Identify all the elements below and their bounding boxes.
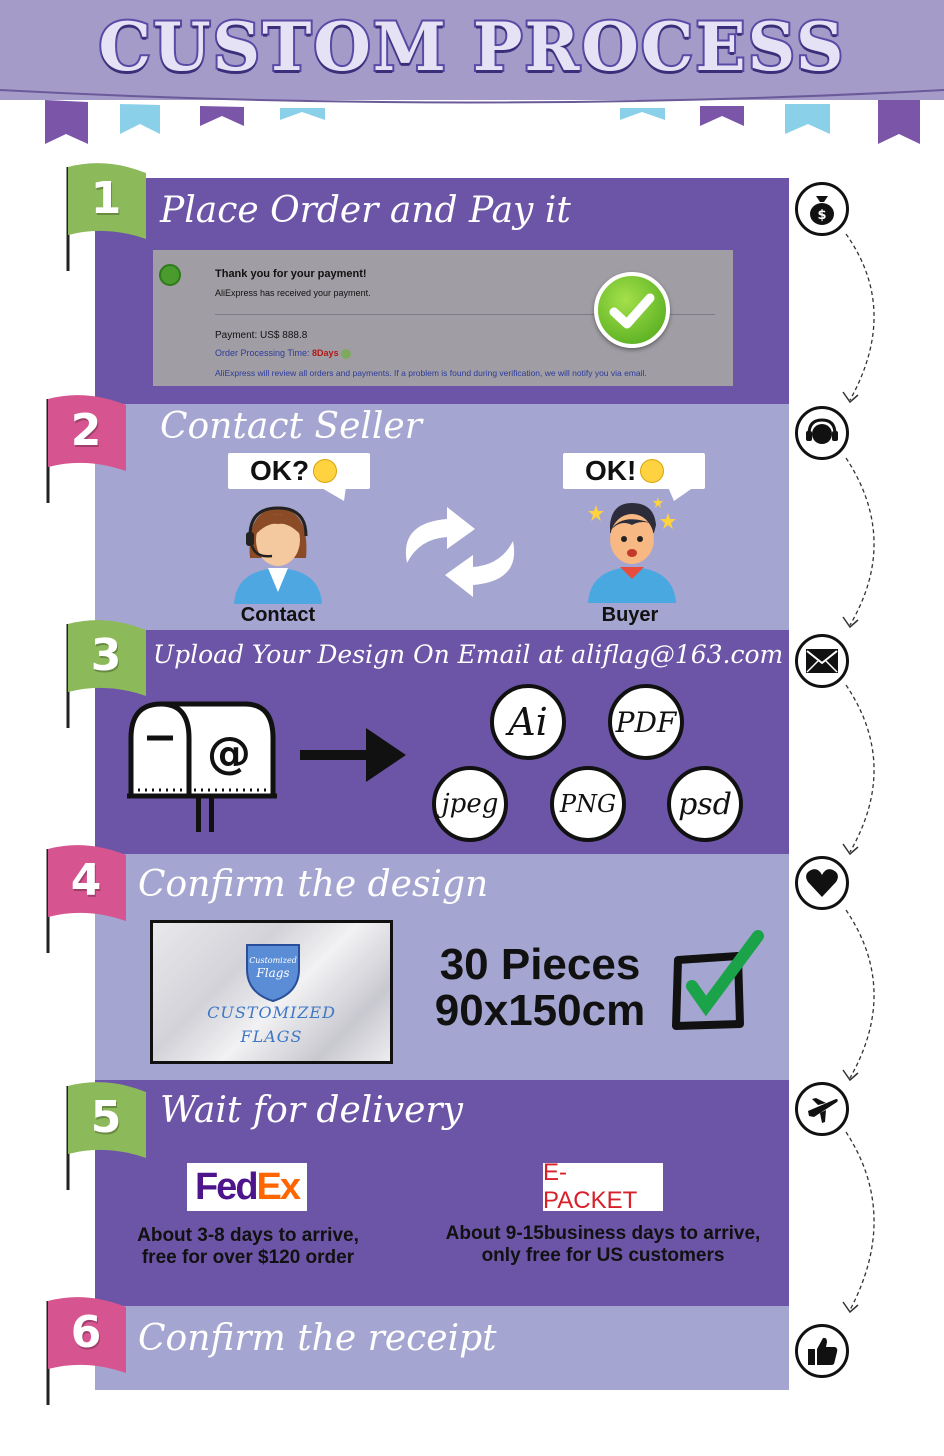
bunting-decoration	[0, 89, 944, 144]
big-check-icon	[594, 272, 670, 348]
support-agent-avatar	[234, 506, 322, 604]
step-5-flag: 5	[66, 1082, 166, 1192]
step-connector-arrows	[842, 233, 875, 1314]
flag-caption-2: FLAGS	[240, 1027, 303, 1046]
page-title: CUSTOM PROCESS	[96, 6, 846, 88]
smile-icon	[640, 459, 665, 483]
info-icon	[341, 348, 352, 359]
fedex-description: About 3-8 days to arrive, free for over …	[120, 1225, 376, 1269]
processing-row: Order Processing Time: 8Days	[215, 348, 352, 359]
buyer-label: Buyer	[601, 604, 659, 626]
size-text: 90x150cm	[434, 986, 646, 1035]
at-symbol: @	[207, 728, 251, 779]
step-1-title: Place Order and Pay it	[160, 190, 571, 231]
step-6-flag: 6	[46, 1297, 146, 1407]
shield-badge: Customized Flags	[246, 944, 300, 1003]
epacket-logo: E- PACKET	[543, 1159, 663, 1214]
thumbs-up-icon	[795, 1324, 849, 1378]
step-4-number: 4	[70, 855, 102, 906]
payment-received: AliExpress has received your payment.	[215, 288, 371, 298]
step-6-panel	[95, 1306, 789, 1390]
format-psd: psd	[667, 766, 743, 842]
epacket-line-2: only free for US customers	[481, 1245, 725, 1266]
left-speech-bubble: OK?	[228, 453, 370, 489]
format-jpeg: jpeg	[432, 766, 508, 842]
format-ai: Ai	[490, 684, 566, 760]
airplane-icon	[795, 1082, 849, 1136]
payment-amount-row: Payment: US$ 888.8	[215, 330, 307, 341]
badge-line1: Customized	[249, 956, 297, 965]
fedex-line-1: About 3-8 days to arrive,	[137, 1225, 359, 1246]
step-5-number: 5	[90, 1092, 122, 1143]
contact-label: Contact	[240, 604, 316, 626]
epacket-description: About 9-15business days to arrive, only …	[440, 1223, 766, 1267]
right-speech-bubble: OK!	[563, 453, 705, 489]
headset-icon	[795, 406, 849, 460]
step-4-title: Confirm the design	[138, 864, 489, 905]
svg-text:$: $	[817, 208, 826, 223]
step-3-number: 3	[90, 630, 122, 681]
fedex-logo-part2: Ex	[256, 1165, 302, 1208]
fedex-logo-part1: Fed	[194, 1165, 259, 1208]
step-6-number: 6	[70, 1307, 102, 1358]
checkbox-checked-icon	[672, 930, 764, 1030]
step-1-number: 1	[90, 173, 122, 224]
right-bubble-text: OK!	[585, 455, 637, 486]
flag-caption-1: CUSTOMIZED	[207, 1003, 336, 1022]
flag-preview-image: Customized Flags CUSTOMIZED FLAGS	[150, 920, 393, 1064]
header-banner	[0, 0, 944, 100]
exchange-arrows-icon	[405, 507, 515, 597]
right-arrow-icon	[300, 728, 406, 782]
step-2-flag: 2	[46, 395, 146, 505]
fedex-line-2: free for over $120 order	[141, 1247, 355, 1268]
payment-value: US$ 888.8	[260, 330, 308, 341]
smile-icon	[313, 459, 338, 483]
format-png: PNG	[550, 766, 626, 842]
epacket-logo-text: E- PACKET	[543, 1159, 638, 1214]
step-1-flag: 1	[66, 163, 166, 273]
envelope-icon	[795, 634, 849, 688]
payment-heading: Thank you for your payment!	[215, 268, 367, 280]
mailbox-icon: @	[127, 701, 277, 832]
left-bubble-text: OK?	[250, 455, 310, 486]
step-4-flag: 4	[46, 845, 146, 955]
step-3-title: Upload Your Design On Email at aliflag@1…	[153, 640, 784, 669]
step-2-number: 2	[70, 405, 102, 456]
quantity-text: 30 Pieces	[439, 940, 641, 989]
payment-review-note: AliExpress will review all orders and pa…	[215, 368, 647, 378]
step-2-title: Contact Seller	[160, 406, 422, 447]
format-pdf: PDF	[608, 684, 684, 760]
step-5-title: Wait for delivery	[160, 1090, 463, 1131]
buyer-avatar	[588, 497, 676, 603]
step-3-flag: 3	[66, 620, 166, 730]
money-bag-icon: $	[795, 182, 849, 236]
heart-icon	[795, 856, 849, 910]
divider	[215, 314, 715, 315]
payment-label: Payment:	[215, 330, 258, 341]
bubble-tail	[320, 487, 346, 501]
step-6-title: Confirm the receipt	[138, 1318, 497, 1359]
processing-label: Order Processing Time:	[215, 348, 310, 358]
processing-value: 8Days	[312, 348, 339, 358]
small-check-icon	[159, 264, 181, 286]
bubble-tail	[668, 487, 694, 501]
badge-line2: Flags	[255, 966, 289, 980]
epacket-line-1: About 9-15business days to arrive,	[445, 1223, 761, 1244]
